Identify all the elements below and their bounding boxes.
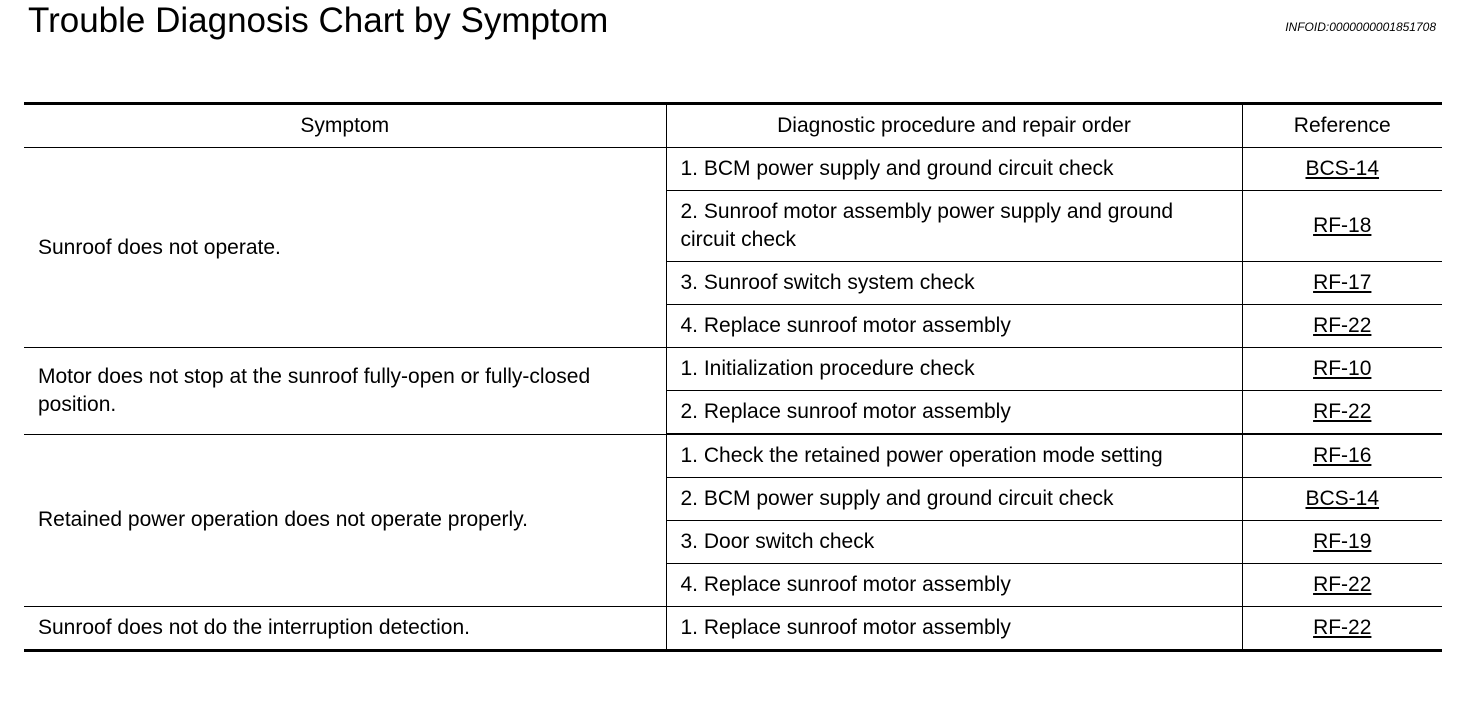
reference-cell: RF-22 bbox=[1241, 606, 1442, 651]
reference-cell: RF-22 bbox=[1241, 304, 1442, 348]
symptom-cell: Motor does not stop at the sunroof fully… bbox=[24, 347, 666, 435]
reference-cell: RF-17 bbox=[1241, 261, 1442, 305]
symptom-cell: Sunroof does not operate. bbox=[24, 147, 666, 348]
reference-link[interactable]: BCS-14 bbox=[1305, 157, 1380, 180]
reference-cell: RF-10 bbox=[1241, 347, 1442, 391]
procedure-step: 1. Replace sunroof motor assembly bbox=[665, 606, 1242, 651]
page-title: Trouble Diagnosis Chart by Symptom bbox=[28, 1, 609, 40]
table-header-row: Symptom Diagnostic procedure and repair … bbox=[24, 103, 1442, 148]
reference-cell: RF-16 bbox=[1241, 433, 1442, 478]
reference-link[interactable]: RF-18 bbox=[1313, 214, 1372, 237]
procedure-step: 2. Replace sunroof motor assembly bbox=[665, 390, 1242, 435]
table-row: Sunroof does not operate. 1. BCM power s… bbox=[24, 147, 1442, 348]
column-header-symptom: Symptom bbox=[24, 103, 666, 148]
procedure-step: 3. Door switch check bbox=[665, 520, 1242, 564]
table-row: 2. BCM power supply and ground circuit c… bbox=[24, 477, 1442, 521]
reference-cell: RF-22 bbox=[1241, 563, 1442, 607]
procedure-step: 1. BCM power supply and ground circuit c… bbox=[665, 147, 1242, 191]
table-row: 2. Sunroof motor assembly power supply a… bbox=[24, 190, 1442, 262]
column-header-procedure: Diagnostic procedure and repair order bbox=[665, 103, 1242, 148]
reference-link[interactable]: RF-19 bbox=[1313, 530, 1372, 553]
symptom-cell: Retained power operation does not operat… bbox=[24, 433, 666, 607]
column-header-reference: Reference bbox=[1241, 103, 1442, 148]
procedure-step: 2. Sunroof motor assembly power supply a… bbox=[665, 190, 1242, 262]
procedure-step: 3. Sunroof switch system check bbox=[665, 261, 1242, 305]
reference-link[interactable]: BCS-14 bbox=[1305, 487, 1380, 510]
reference-cell: RF-22 bbox=[1241, 390, 1442, 435]
reference-cell: RF-18 bbox=[1241, 190, 1442, 262]
reference-link[interactable]: RF-22 bbox=[1313, 616, 1372, 639]
procedure-step: 4. Replace sunroof motor assembly bbox=[665, 563, 1242, 607]
symptom-cell: Sunroof does not do the interruption det… bbox=[24, 606, 666, 651]
reference-link[interactable]: RF-10 bbox=[1313, 357, 1372, 380]
procedure-step: 4. Replace sunroof motor assembly bbox=[665, 304, 1242, 348]
reference-cell: RF-19 bbox=[1241, 520, 1442, 564]
reference-link[interactable]: RF-22 bbox=[1313, 314, 1372, 337]
table-row: 4. Replace sunroof motor assembly RF-22 bbox=[24, 304, 1442, 348]
info-id: INFOID:0000000001851708 bbox=[1285, 20, 1436, 34]
table-row: 2. Replace sunroof motor assembly RF-22 bbox=[24, 390, 1442, 435]
reference-cell: BCS-14 bbox=[1241, 477, 1442, 521]
reference-cell: BCS-14 bbox=[1241, 147, 1442, 191]
reference-link[interactable]: RF-17 bbox=[1313, 271, 1372, 294]
procedure-step: 1. Initialization procedure check bbox=[665, 347, 1242, 391]
reference-link[interactable]: RF-16 bbox=[1313, 444, 1372, 467]
table-row: Retained power operation does not operat… bbox=[24, 433, 1442, 607]
table-row: Sunroof does not do the interruption det… bbox=[24, 606, 1442, 651]
procedure-step: 1. Check the retained power operation mo… bbox=[665, 433, 1242, 478]
table-row: 3. Door switch check RF-19 bbox=[24, 520, 1442, 564]
reference-link[interactable]: RF-22 bbox=[1313, 573, 1372, 596]
diagnosis-table: Symptom Diagnostic procedure and repair … bbox=[24, 102, 1442, 652]
procedure-step: 2. BCM power supply and ground circuit c… bbox=[665, 477, 1242, 521]
table-row: Motor does not stop at the sunroof fully… bbox=[24, 347, 1442, 435]
reference-link[interactable]: RF-22 bbox=[1313, 400, 1372, 423]
